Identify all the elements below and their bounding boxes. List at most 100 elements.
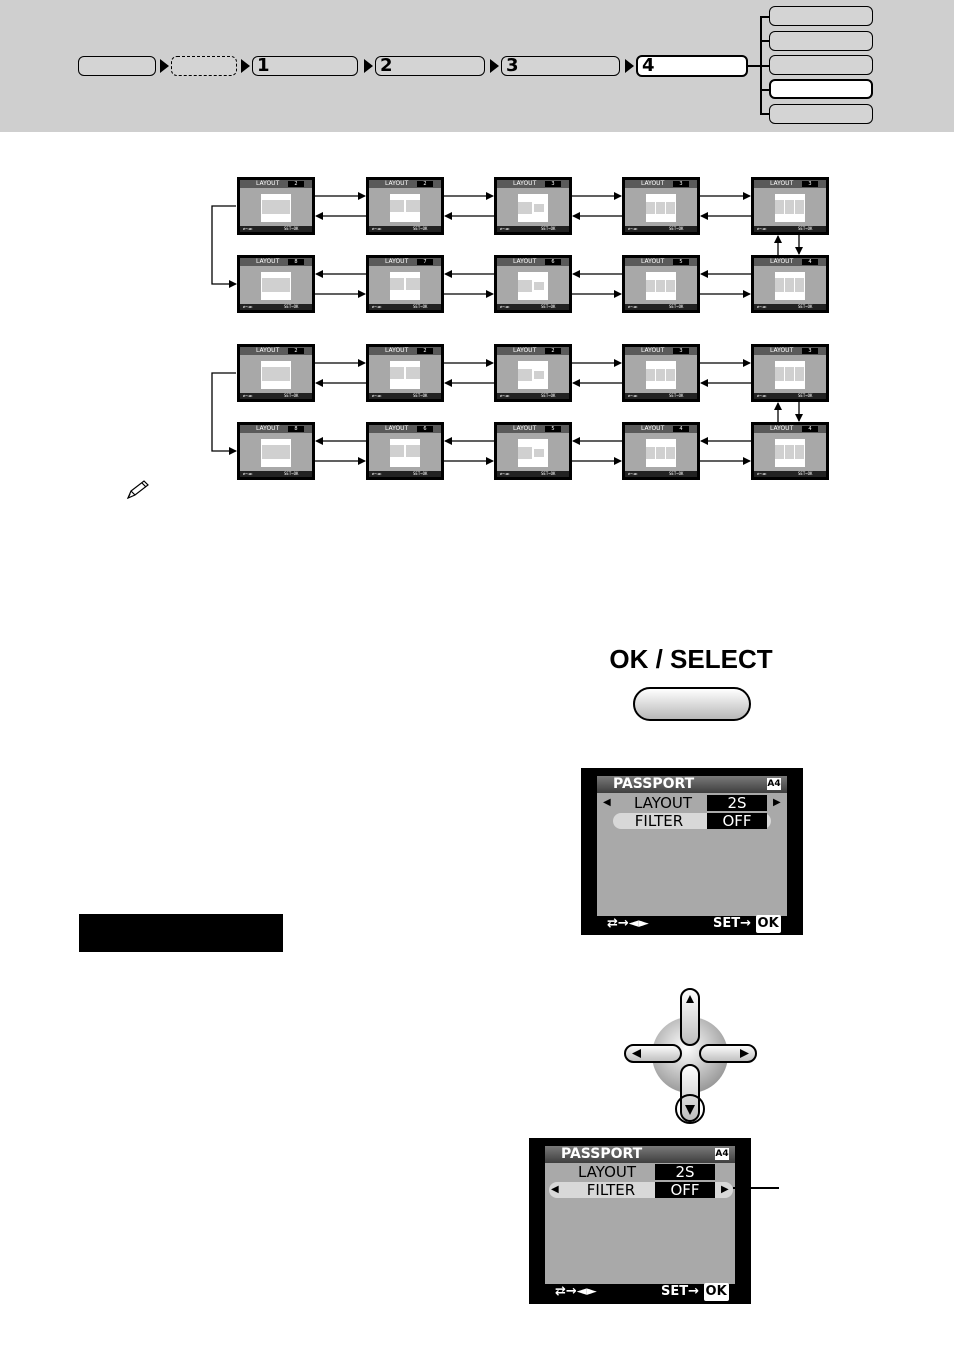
thumbnail-footer-nav: ⇄→◄►	[628, 226, 638, 231]
thumbnail-footer: ⇄→◄► SET→OK	[625, 393, 697, 399]
lcd-title-text: PASSPORT	[613, 776, 695, 792]
ok-select-button[interactable]	[633, 687, 751, 721]
thumbnail-layout-label: LAYOUT	[770, 258, 794, 265]
thumbnail-footer-nav: ⇄→◄►	[628, 393, 638, 398]
thumbnail-paper	[261, 361, 291, 389]
thumbnail-layout-label: LAYOUT	[513, 347, 537, 354]
thumbnail-paper	[390, 272, 420, 300]
header-banner: 1 2 3 4	[0, 0, 954, 132]
step-pill-2-num[interactable]: 2	[375, 56, 485, 76]
lcd-filter-value: OFF	[655, 1182, 715, 1198]
step-pill-1[interactable]	[171, 56, 237, 76]
thumbnail-footer-set: SET→OK	[798, 226, 813, 231]
thumbnail-footer-nav: ⇄→◄►	[757, 226, 767, 231]
side-tab-2[interactable]	[769, 55, 873, 75]
thumbnail-footer-nav: ⇄→◄►	[243, 226, 253, 231]
thumbnail-footer-set: SET→OK	[284, 304, 299, 309]
step-pill-0[interactable]	[78, 56, 156, 76]
photo-cell	[646, 369, 655, 381]
thumbnail-paper	[261, 194, 291, 222]
thumbnail-paper	[518, 361, 548, 389]
side-tab-3-active[interactable]	[769, 79, 873, 99]
lcd-footer-set-group: SET→ OK	[661, 1283, 729, 1301]
thumbnail-footer-set: SET→OK	[541, 304, 556, 309]
photo-cell	[646, 202, 655, 214]
thumbnail-footer-nav: ⇄→◄►	[628, 304, 638, 309]
thumbnail-footer-set: SET→OK	[798, 471, 813, 476]
lcd-footer: ⇄→◄► SET→ OK	[581, 915, 803, 933]
photo-cell	[406, 445, 420, 457]
photo-cell	[262, 278, 276, 292]
thumbnail-footer-nav: ⇄→◄►	[500, 304, 510, 309]
thumbnail-layout-label: LAYOUT	[385, 258, 409, 265]
thumbnail-footer-set: SET→OK	[669, 393, 684, 398]
step-pill-4-active[interactable]: 4	[636, 55, 748, 77]
lcd-filter-row[interactable]: ◀ FILTER OFF ▶	[549, 1182, 733, 1198]
bracket-line	[760, 89, 769, 91]
bracket-line	[760, 65, 769, 67]
callout-line	[733, 1187, 779, 1189]
thumbnail-layout-value: 3	[673, 181, 689, 187]
thumbnail-layout-label: LAYOUT	[513, 258, 537, 265]
photo-cell	[666, 202, 675, 214]
step-number: 4	[642, 55, 655, 76]
side-tab-1[interactable]	[769, 31, 873, 51]
photo-cell	[785, 367, 794, 381]
thumbnail-footer-set: SET→OK	[284, 471, 299, 476]
right-arrow-icon: ▶	[721, 1184, 729, 1195]
photo-cell	[534, 204, 544, 212]
thumbnail-paper	[775, 194, 805, 222]
lcd-layout-row[interactable]: ◀ LAYOUT 2S ▶	[601, 795, 785, 811]
side-tab-4[interactable]	[769, 104, 873, 124]
thumbnail-footer-nav: ⇄→◄►	[372, 304, 382, 309]
thumbnail-layout-value: 5	[545, 426, 561, 432]
thumbnail-footer-nav: ⇄→◄►	[500, 471, 510, 476]
side-tab-0[interactable]	[769, 6, 873, 26]
paper-size-badge: A4	[715, 1148, 729, 1160]
step-pill-3-num[interactable]: 3	[501, 56, 620, 76]
thumbnail-footer-set: SET→OK	[284, 226, 299, 231]
thumbnail-footer-nav: ⇄→◄►	[243, 471, 253, 476]
ok-key-icon: OK	[755, 915, 781, 933]
lcd-title: PASSPORT	[597, 776, 787, 793]
thumbnail-footer-nav: ⇄→◄►	[372, 226, 382, 231]
dpad-icon[interactable]	[620, 985, 760, 1129]
thumbnail-footer-set: SET→OK	[541, 226, 556, 231]
pencil-icon	[126, 480, 149, 500]
thumbnail-layout-value: 3	[545, 181, 561, 187]
lcd-filter-value: OFF	[707, 813, 767, 829]
thumbnail-paper	[518, 194, 548, 222]
thumbnail-paper	[390, 194, 420, 222]
step-pill-1-num[interactable]: 1	[252, 56, 358, 76]
thumbnail-footer: ⇄→◄►SET→OK	[754, 304, 826, 310]
thumbnail-layout-value: 8	[288, 426, 304, 432]
photo-cell	[795, 278, 804, 292]
thumbnail-layout-value: 2	[288, 181, 304, 187]
lcd-filter-row[interactable]: FILTER OFF	[613, 813, 771, 829]
photo-cell	[262, 445, 276, 459]
thumbnail-layout-label: LAYOUT	[385, 180, 409, 187]
lcd-footer-set: SET→	[661, 1284, 700, 1299]
photo-cell	[795, 367, 804, 381]
photo-cell	[656, 280, 665, 292]
photo-cell	[518, 202, 532, 214]
lcd-layout-row[interactable]: LAYOUT 2S	[561, 1164, 719, 1180]
thumbnail-layout-value: 2	[417, 181, 433, 187]
